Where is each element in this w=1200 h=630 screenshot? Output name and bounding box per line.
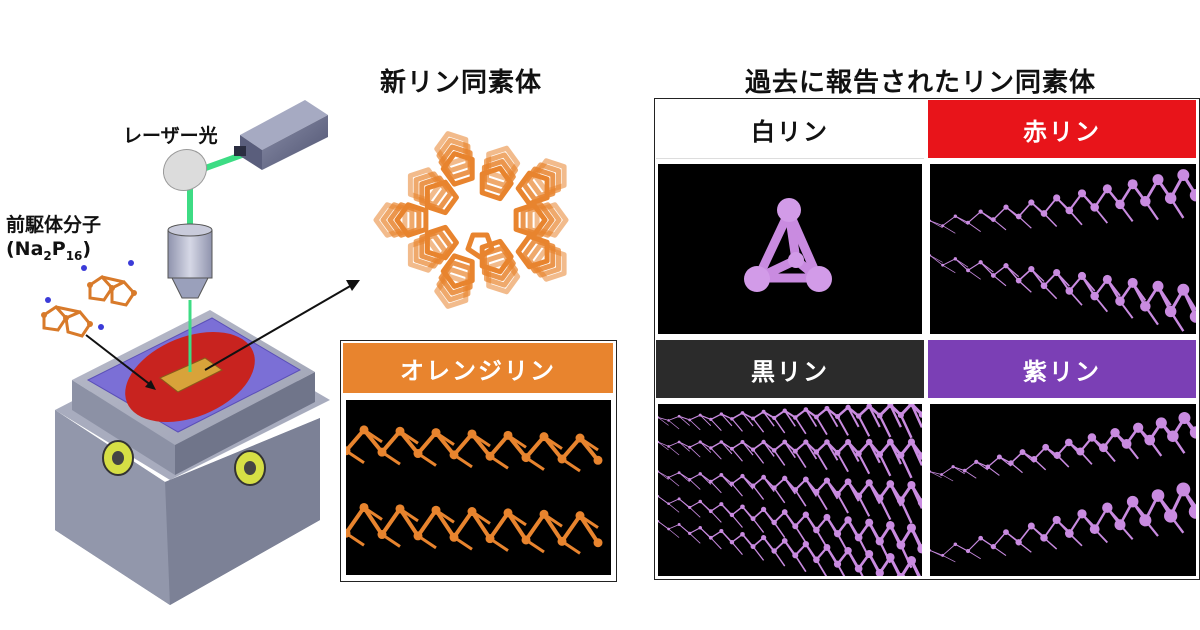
black-phosphorus-panel bbox=[658, 404, 922, 576]
reported-allotropes-title: 過去に報告されたリン同素体 bbox=[745, 68, 1097, 98]
arrow-to-film bbox=[85, 334, 153, 387]
red-phosphorus-label: 赤リン bbox=[928, 100, 1196, 158]
apparatus-illustration bbox=[41, 100, 360, 605]
white-phosphorus-panel bbox=[658, 164, 922, 334]
laser-source bbox=[234, 100, 328, 170]
black-phosphorus-label: 黒リン bbox=[656, 340, 924, 398]
objective-lens bbox=[167, 223, 213, 299]
violet-phosphorus-label: 紫リン bbox=[928, 340, 1196, 398]
precursor-label: 前駆体分子 bbox=[6, 214, 102, 236]
orange-phosphorus-3d-structure bbox=[373, 131, 569, 309]
new-allotrope-title: 新リン同素体 bbox=[380, 68, 543, 98]
precursor-molecule bbox=[42, 275, 136, 338]
white-phosphorus-label: 白リン bbox=[656, 100, 924, 159]
orange-phosphorus-chain-panel bbox=[346, 400, 611, 575]
orange-phosphorus-label: オレンジリン bbox=[343, 343, 613, 393]
precursor-formula: (Na2P16) bbox=[6, 238, 92, 263]
stage-knob bbox=[102, 440, 266, 486]
red-phosphorus-panel bbox=[930, 164, 1196, 334]
violet-phosphorus-panel bbox=[930, 404, 1196, 576]
laser-label: レーザー光 bbox=[123, 125, 218, 147]
arrow-to-structure bbox=[204, 284, 353, 371]
mirror bbox=[162, 148, 208, 192]
